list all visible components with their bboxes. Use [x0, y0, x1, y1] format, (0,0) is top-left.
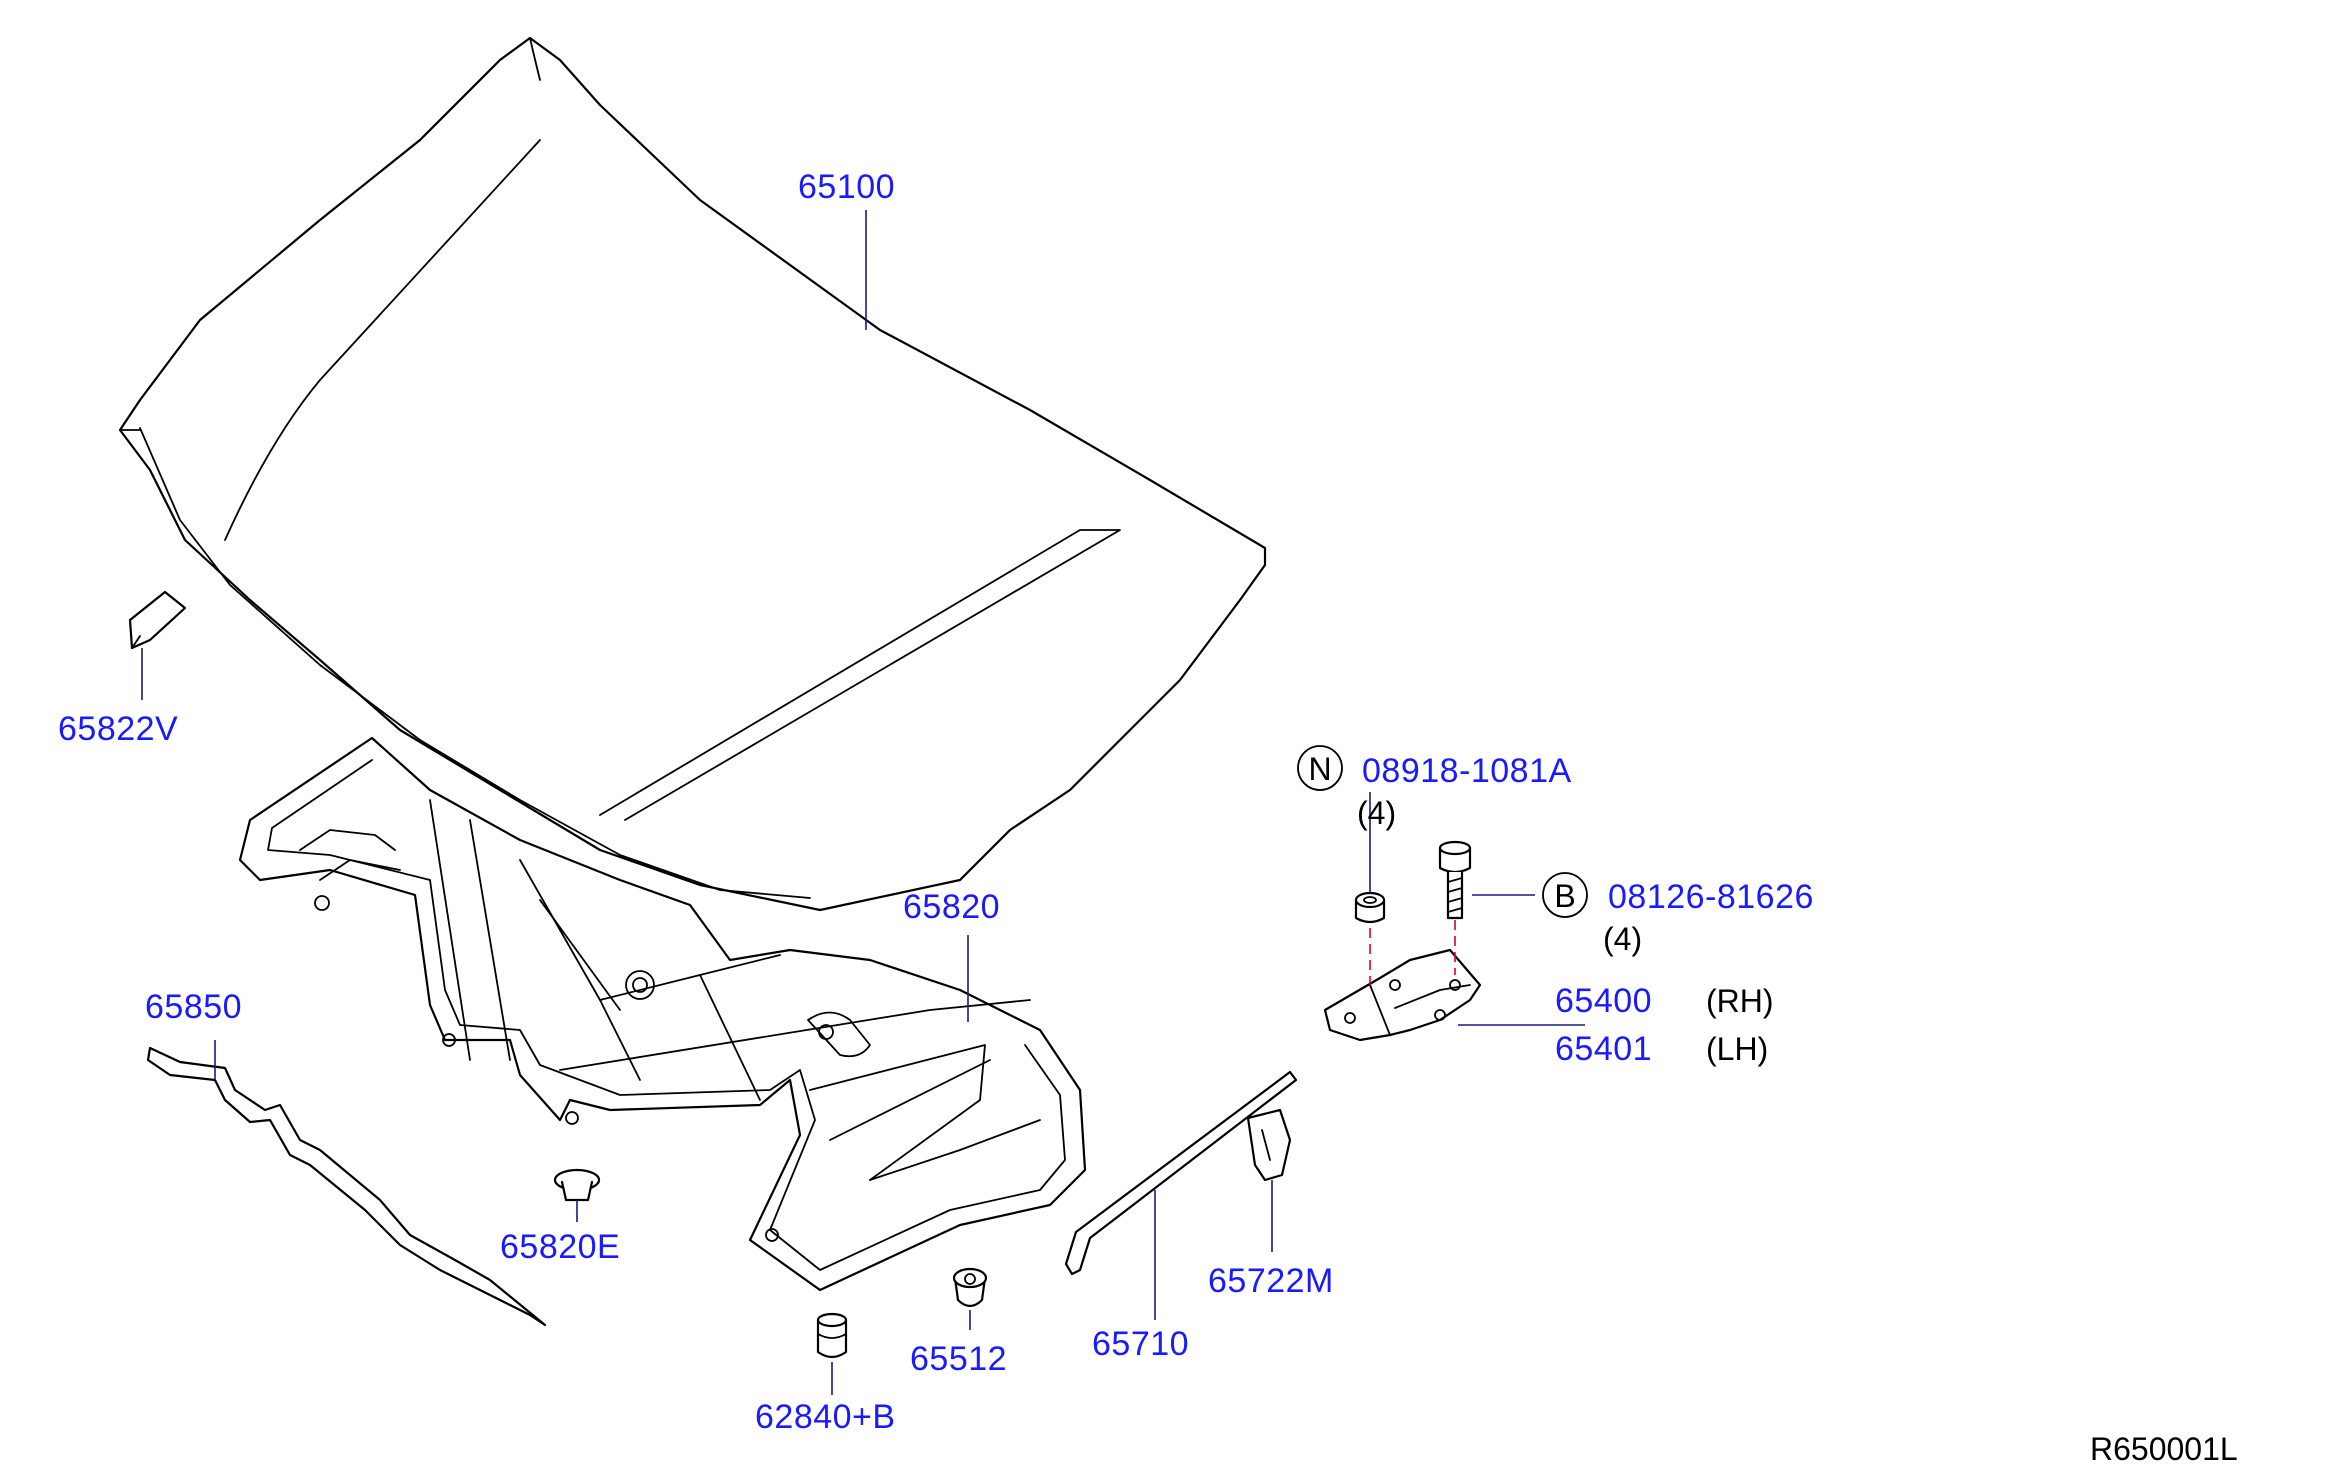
- bumper-rubber-drawing: [816, 1312, 848, 1359]
- hinge-lh-part-number[interactable]: 65401: [1555, 1030, 1652, 1068]
- nut-part-number[interactable]: 08918-1081A: [1362, 752, 1572, 790]
- hinge-lh-side: (LH): [1706, 1031, 1768, 1067]
- rod-clip-part-number[interactable]: 65722M: [1208, 1262, 1334, 1300]
- seal-strip-drawing: [146, 1046, 547, 1327]
- nut-symbol: N: [1308, 751, 1331, 787]
- seal-strip-part-number[interactable]: 65850: [145, 988, 242, 1026]
- insulator-part-number[interactable]: 65820: [903, 888, 1000, 926]
- bolt-drawing: [1438, 840, 1472, 920]
- hinge-rh-side: (RH): [1706, 983, 1774, 1019]
- label-part-number[interactable]: 65822V: [58, 710, 178, 748]
- insulator-clip-drawing: [553, 1168, 601, 1202]
- bumper-part-number[interactable]: 62840+B: [755, 1398, 896, 1436]
- diagram-code: R650001L: [2090, 1431, 2238, 1467]
- support-rod-drawing: [1064, 1070, 1298, 1276]
- hood-drawing: [118, 36, 1267, 912]
- nut-symbol-badge: N: [1297, 745, 1343, 791]
- bolt-quantity: (4): [1603, 921, 1642, 957]
- nut-drawing: [1354, 891, 1386, 924]
- hood-label-drawing: [128, 590, 187, 650]
- hood-insulator-drawing: [238, 736, 1087, 1292]
- hood-part-number[interactable]: 65100: [798, 168, 895, 206]
- bolt-symbol-badge: B: [1542, 872, 1588, 918]
- hood-hinge-drawing: [1323, 948, 1482, 1042]
- grommet-part-number[interactable]: 65512: [910, 1340, 1007, 1378]
- bolt-part-number[interactable]: 08126-81626: [1608, 878, 1814, 916]
- clip-part-number[interactable]: 65820E: [500, 1228, 620, 1266]
- bolt-symbol: B: [1554, 878, 1575, 914]
- rod-clip-drawing: [1246, 1108, 1292, 1182]
- hinge-rh-part-number[interactable]: 65400: [1555, 982, 1652, 1020]
- grommet-drawing: [952, 1267, 988, 1308]
- rod-part-number[interactable]: 65710: [1092, 1325, 1189, 1363]
- nut-quantity: (4): [1357, 795, 1396, 831]
